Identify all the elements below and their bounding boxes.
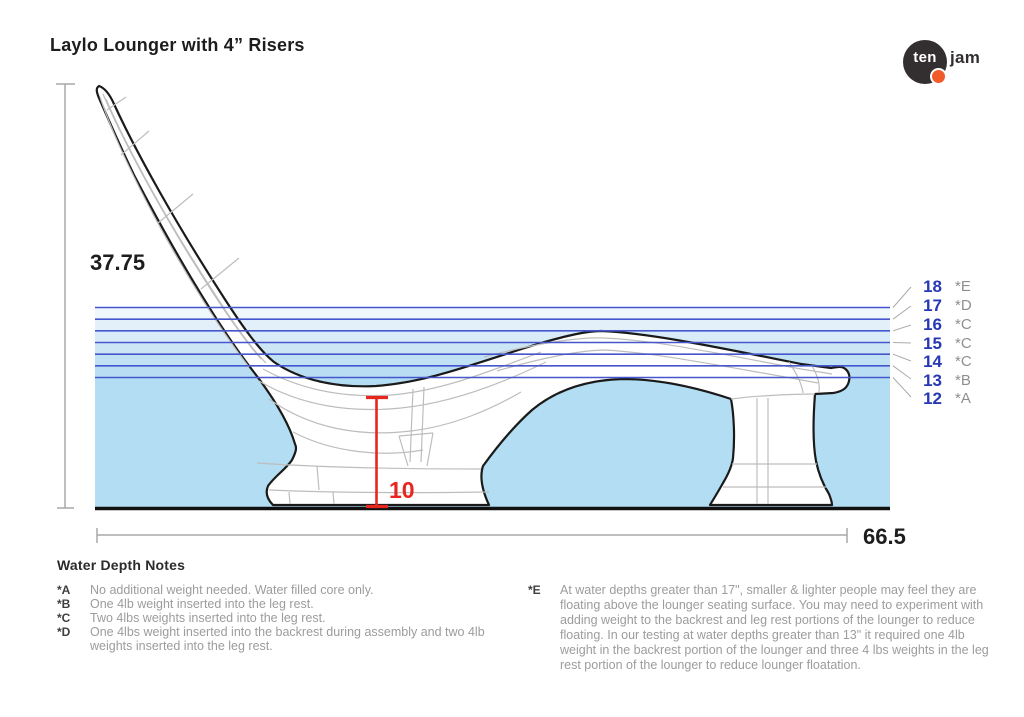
note-label: *A — [57, 583, 71, 597]
depth-value: 18 — [923, 276, 942, 296]
depth-note-ref: *C — [955, 316, 972, 333]
note-item-c: *C Two 4lbs weights inserted into the le… — [57, 611, 509, 625]
logo-suffix-text: jam — [950, 48, 981, 67]
note-item-a: *A No additional weight needed. Water fi… — [57, 583, 509, 597]
depth-leader-lines — [892, 286, 912, 398]
depth-value: 16 — [923, 314, 942, 334]
depth-label-15: 15 *C — [912, 334, 972, 353]
water-depth-lines — [95, 306, 890, 379]
note-text: No additional weight needed. Water fille… — [90, 583, 374, 597]
depth-label-12: 12 *A — [912, 389, 971, 408]
length-dimension-label: 66.5 — [863, 524, 906, 549]
logo-orange-dot-icon — [930, 68, 947, 85]
depth-label-13: 13 *B — [912, 371, 971, 390]
depth-note-ref: *C — [955, 335, 972, 352]
riser-dimension — [366, 395, 388, 509]
depth-value: 12 — [923, 388, 942, 408]
note-item-d: *D One 4lbs weight inserted into the bac… — [57, 625, 509, 653]
depth-value: 14 — [923, 351, 942, 371]
note-label: *E — [528, 583, 541, 597]
depth-note-ref: *C — [955, 353, 972, 370]
depth-note-ref: *E — [955, 278, 971, 295]
note-text: One 4lb weight inserted into the leg res… — [90, 597, 314, 611]
tenjam-logo: ten jam — [903, 40, 1013, 88]
note-text: One 4lbs weight inserted into the backre… — [90, 625, 485, 653]
lounger-silhouette — [95, 84, 851, 507]
note-text: Two 4lbs weights inserted into the leg r… — [90, 611, 326, 625]
depth-value: 15 — [923, 333, 942, 353]
riser-dimension-label: 10 — [389, 477, 415, 503]
construction-lines — [99, 93, 833, 505]
depth-note-ref: *D — [955, 297, 972, 314]
depth-label-16: 16 *C — [912, 315, 972, 334]
note-label: *C — [57, 611, 71, 625]
depth-value: 13 — [923, 370, 942, 390]
depth-label-14: 14 *C — [912, 352, 972, 371]
depth-note-ref: *A — [955, 390, 971, 407]
length-dimension-line — [96, 528, 848, 543]
notes-heading: Water Depth Notes — [57, 557, 186, 573]
note-label: *D — [57, 625, 71, 639]
depth-note-ref: *B — [955, 372, 971, 389]
note-text: At water depths greater than 17", smalle… — [560, 583, 989, 672]
height-dimension-label: 37.75 — [90, 250, 146, 275]
notes-list: *A No additional weight needed. Water fi… — [57, 583, 509, 653]
depth-label-17: 17 *D — [912, 296, 972, 315]
note-item-e: *E At water depths greater than 17", sma… — [528, 583, 1003, 673]
depth-value: 17 — [923, 295, 942, 315]
logo-circle-text: ten — [913, 49, 937, 66]
page-title: Laylo Lounger with 4” Risers — [50, 35, 305, 55]
depth-label-18: 18 *E — [912, 277, 971, 296]
note-item-b: *B One 4lb weight inserted into the leg … — [57, 597, 509, 611]
lounger-drawing — [95, 84, 851, 507]
note-label: *B — [57, 597, 71, 611]
height-dimension-line — [56, 83, 75, 509]
